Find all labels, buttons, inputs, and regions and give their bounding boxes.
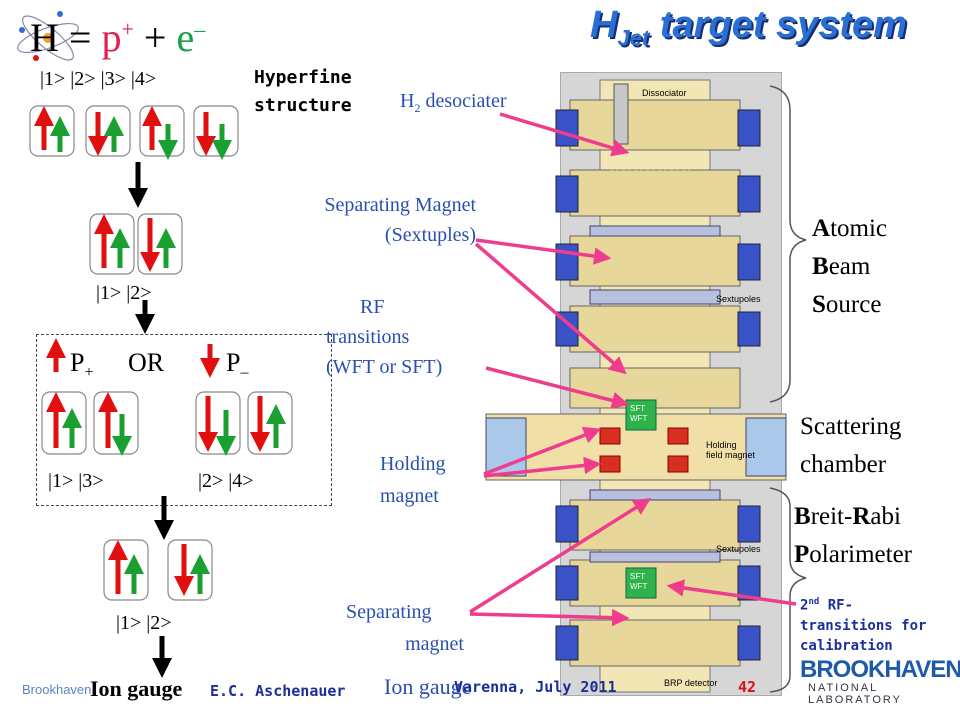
hydrogen-formula: H = p+ + e–	[30, 15, 206, 60]
states-24-label: |2> |4>	[198, 470, 254, 492]
bnl-logo: BROOKHAVEN	[800, 656, 960, 683]
atomic-beam-source-label: Atomic Beam Source	[812, 215, 887, 318]
p-plus-label: P+	[70, 348, 94, 382]
or-label: OR	[128, 348, 165, 377]
ion-gauge-center: Ion gauge	[384, 674, 472, 699]
separating-magnet-label: Separating Magnet(Sextuples)	[324, 194, 476, 246]
bnl-logo-subtitle: NATIONAL LABORATORY	[808, 682, 902, 706]
page-number: 42	[738, 678, 757, 696]
h2-desociater-label: H2 desociater	[400, 90, 507, 115]
brp-detector-label: BRP detector	[664, 678, 718, 688]
p-minus-label: P–	[226, 348, 249, 382]
breit-rabi-polarimeter-label: Breit-Rabi Polarimeter	[794, 503, 913, 568]
polarization-box	[36, 334, 332, 506]
footer-event: Varenna, July 2011	[454, 678, 617, 696]
sextupoles-label-1: Sextupoles	[716, 294, 761, 304]
ion-gauge-left: Ion gauge	[90, 676, 183, 701]
hyperfine-states-label: |1> |2> |3> |4>	[40, 68, 157, 90]
sextupoles-label-2: Sextupoles	[716, 544, 761, 554]
states-12-label-a: |1> |2>	[96, 282, 152, 304]
dissociator-label: Dissociator	[642, 88, 687, 98]
states-12-label-b: |1> |2>	[116, 612, 172, 634]
states-13-label: |1> |3>	[48, 470, 104, 492]
footer-lab-left: Brookhaven	[22, 682, 92, 697]
rf2-calibration-label: 2nd RF- transitions for calibration	[800, 597, 927, 654]
slide-title: HJet target system	[590, 4, 907, 51]
footer-author: E.C. Aschenauer	[210, 682, 346, 700]
